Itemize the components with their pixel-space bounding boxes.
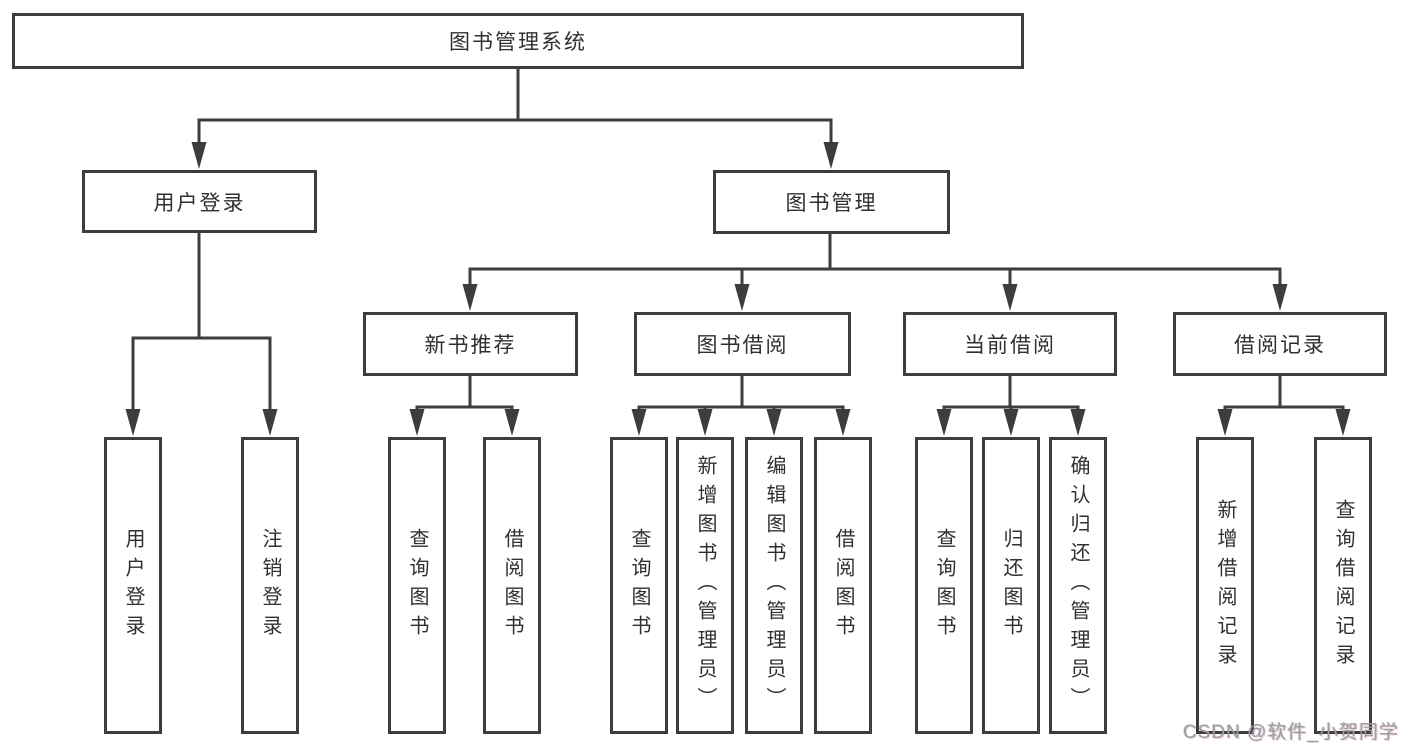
leaf-query-borrow-record: 查询借阅记录 bbox=[1314, 437, 1372, 734]
leaf-confirm-return-admin: 确认归还（管理员） bbox=[1049, 437, 1107, 734]
node-book-borrow: 图书借阅 bbox=[634, 312, 851, 376]
arrow-down-icons bbox=[125, 142, 1351, 436]
node-root-library-management-system: 图书管理系统 bbox=[12, 13, 1024, 69]
csdn-watermark: CSDN @软件_小贺同学 bbox=[1183, 722, 1399, 743]
leaf-current-query-books: 查询图书 bbox=[915, 437, 973, 734]
node-user-login: 用户登录 bbox=[82, 170, 317, 233]
leaf-logout: 注销登录 bbox=[241, 437, 299, 734]
node-book-management: 图书管理 bbox=[713, 170, 950, 234]
leaf-borrow-books: 借阅图书 bbox=[814, 437, 872, 734]
connector-paths bbox=[131, 67, 1345, 412]
leaf-edit-books-admin: 编辑图书（管理员） bbox=[745, 437, 803, 734]
leaf-return-books: 归还图书 bbox=[982, 437, 1040, 734]
leaf-add-borrow-record: 新增借阅记录 bbox=[1196, 437, 1254, 734]
node-borrow-records: 借阅记录 bbox=[1173, 312, 1387, 376]
node-current-borrow: 当前借阅 bbox=[903, 312, 1117, 376]
leaf-add-books-admin: 新增图书（管理员） bbox=[676, 437, 734, 734]
leaf-recommend-query-books: 查询图书 bbox=[388, 437, 446, 734]
node-new-book-recommend: 新书推荐 bbox=[363, 312, 578, 376]
leaf-user-login: 用户登录 bbox=[104, 437, 162, 734]
leaf-borrow-query-books: 查询图书 bbox=[610, 437, 668, 734]
leaf-recommend-borrow-books: 借阅图书 bbox=[483, 437, 541, 734]
